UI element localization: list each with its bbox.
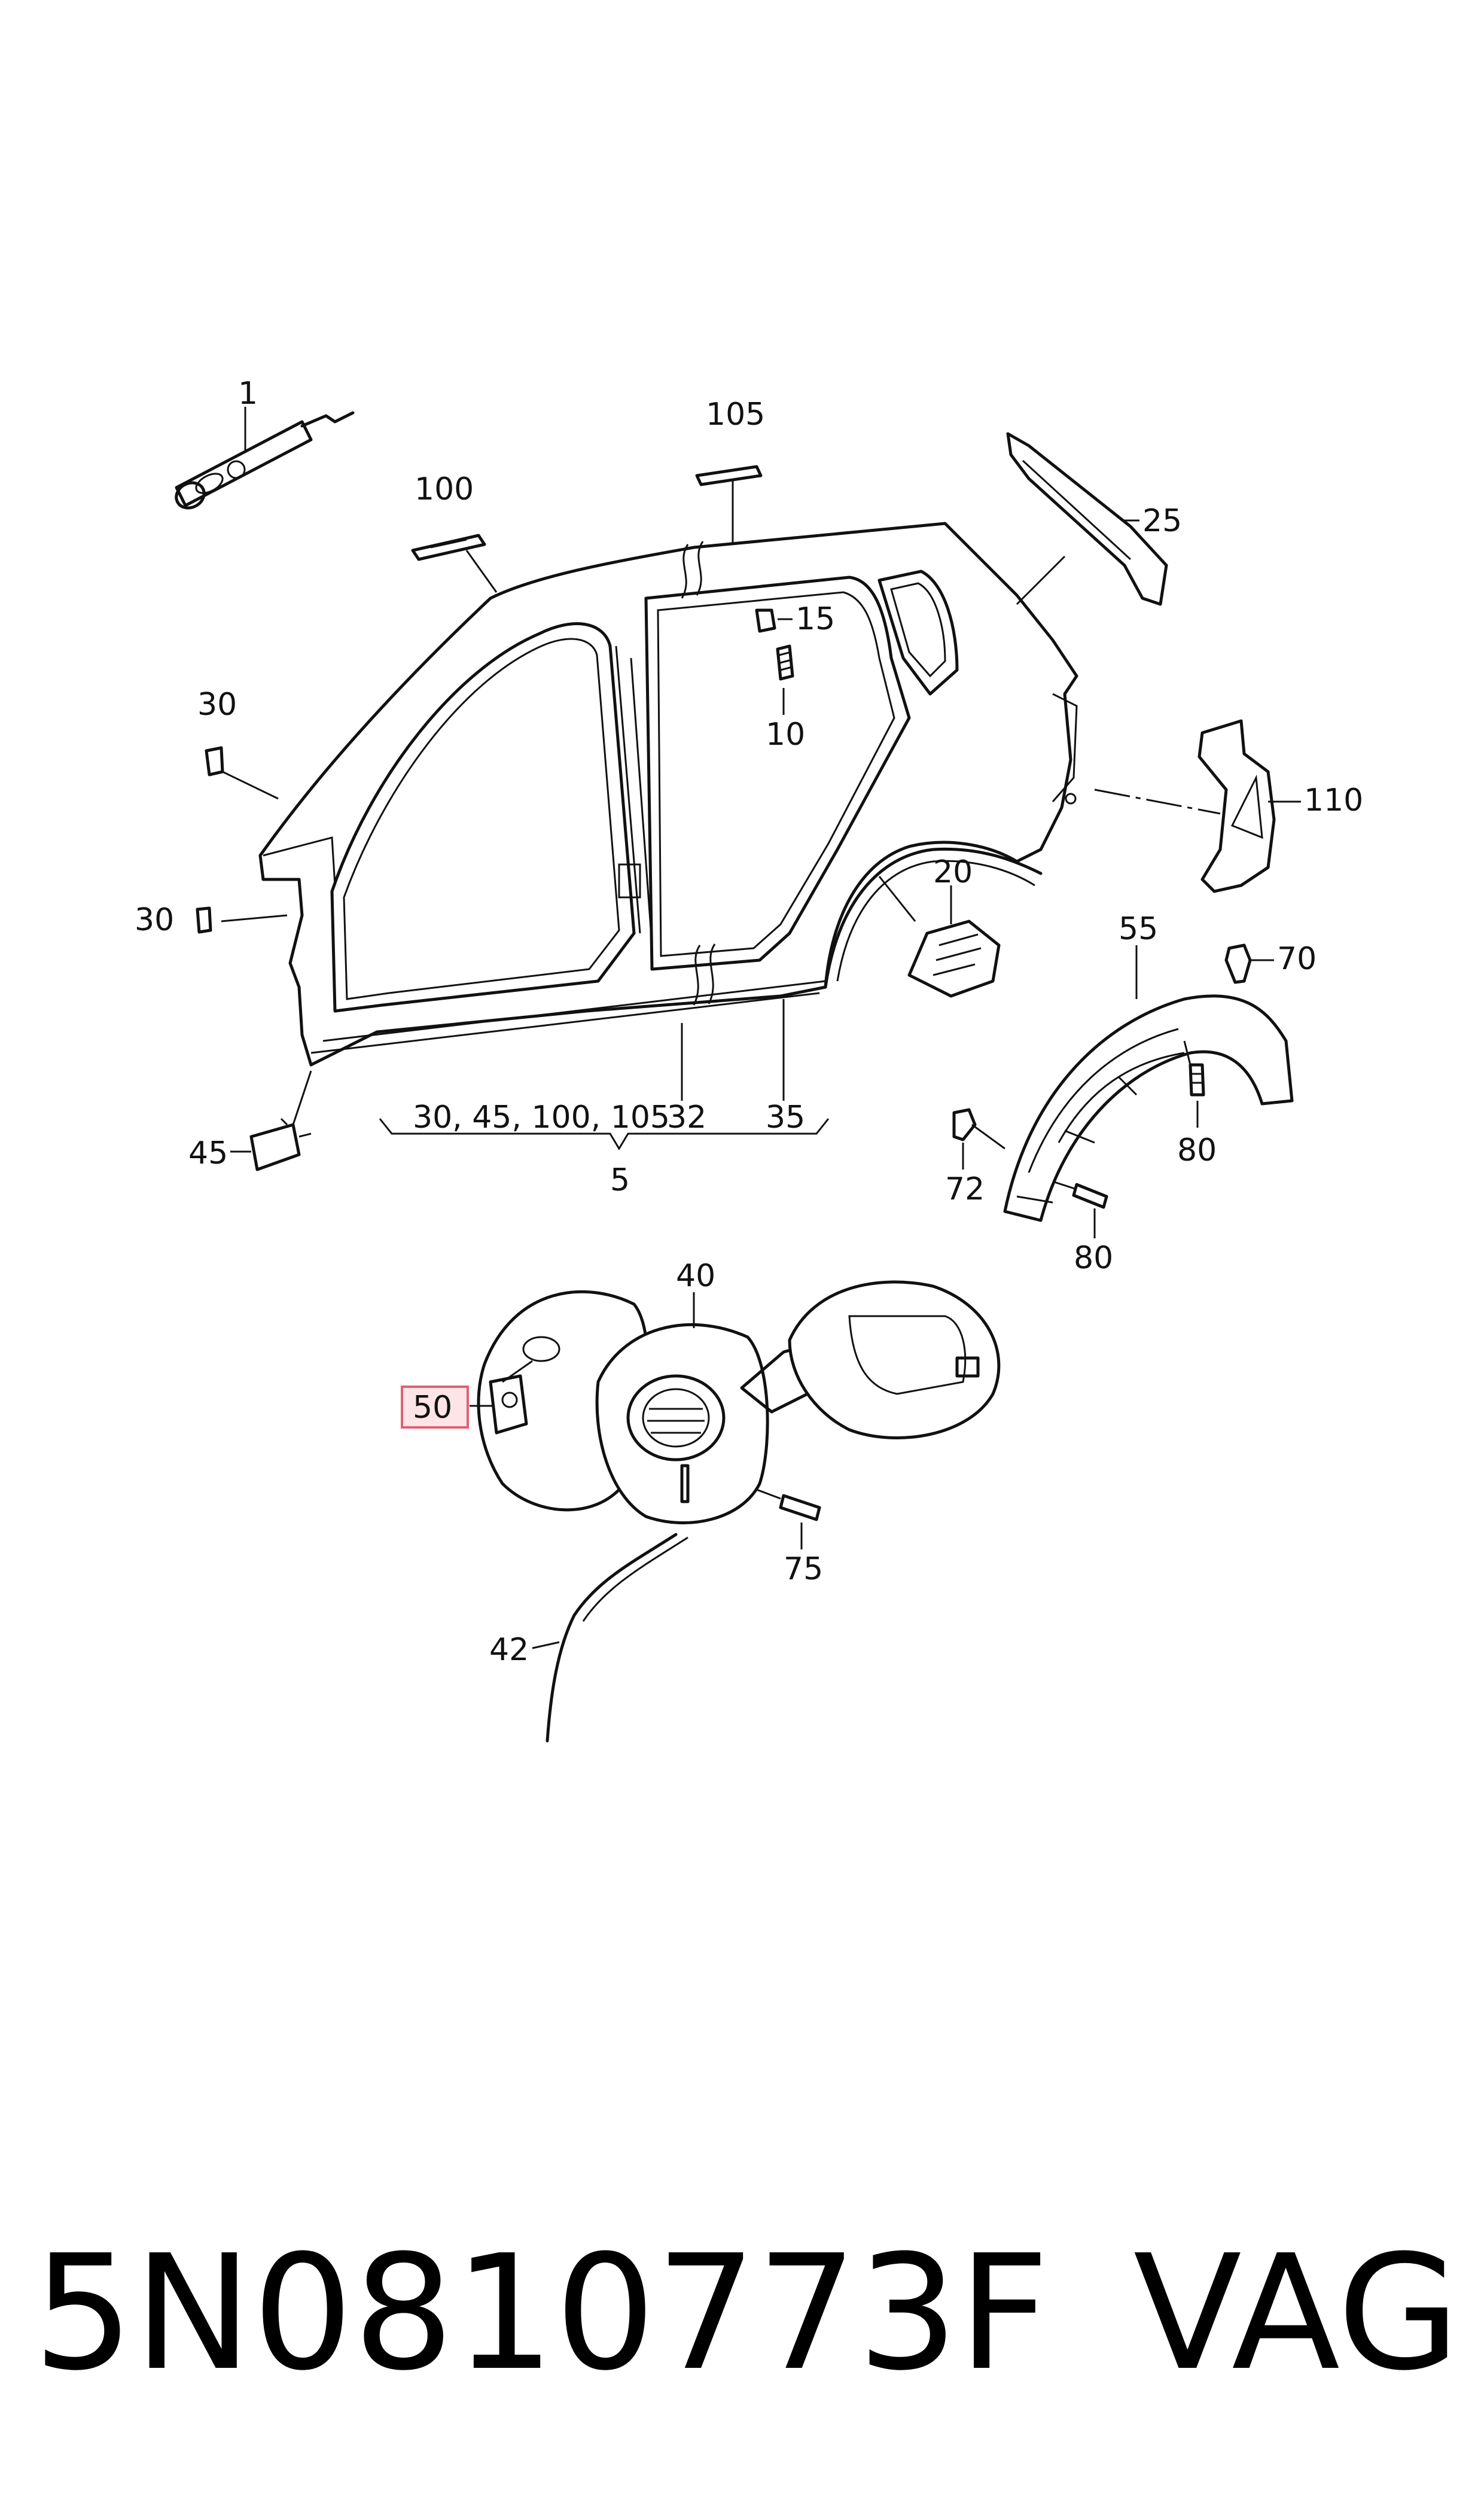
- label-40: 40: [676, 1258, 715, 1294]
- label-5: 5: [610, 1162, 630, 1198]
- clip-part-30b: [196, 906, 288, 934]
- label-110: 110: [1304, 783, 1363, 818]
- vent-part-20: [907, 885, 1001, 998]
- part-number: 5N0810773F: [33, 2221, 1050, 2406]
- reinforcement-part-110: [1197, 719, 1301, 893]
- clip-part-105: [695, 465, 763, 544]
- label-group: 30, 45, 100, 105: [413, 1100, 670, 1135]
- strip-part-25: [1006, 432, 1168, 606]
- label-70: 70: [1277, 941, 1317, 977]
- label-30a: 30: [197, 687, 237, 723]
- screw-part-10: [776, 644, 794, 715]
- label-25: 25: [1142, 503, 1182, 539]
- label-72: 72: [945, 1171, 985, 1207]
- fuel-flap-assembly: [470, 1280, 1001, 1743]
- label-55: 55: [1119, 911, 1158, 947]
- label-75: 75: [784, 1551, 823, 1587]
- bracket-part-45: [230, 1118, 312, 1171]
- clip-part-72: [952, 1108, 1005, 1170]
- highlight-box-50: [401, 1386, 469, 1429]
- clip-part-15: [755, 608, 793, 633]
- label-100: 100: [415, 471, 474, 507]
- label-80b: 80: [1074, 1240, 1113, 1276]
- screw-part-80a: [1189, 1063, 1205, 1128]
- label-105: 105: [706, 397, 765, 433]
- group-bracket: [379, 1118, 830, 1150]
- label-45: 45: [188, 1135, 228, 1171]
- sealant-tube-part: [175, 407, 355, 510]
- label-1: 1: [238, 376, 258, 412]
- clip-part-30a: [205, 746, 279, 800]
- screw-part-80b: [1052, 1180, 1108, 1238]
- label-20: 20: [933, 854, 973, 890]
- label-80a: 80: [1177, 1132, 1217, 1168]
- label-42: 42: [489, 1632, 529, 1668]
- label-30b: 30: [135, 902, 174, 938]
- clip-part-100: [411, 534, 498, 593]
- clip-part-70: [1224, 943, 1274, 984]
- label-35: 35: [766, 1100, 805, 1135]
- label-32: 32: [667, 1100, 706, 1135]
- wheelhouse-liner-part-55: [1003, 945, 1294, 1222]
- label-50: 50: [413, 1390, 452, 1426]
- label-15: 15: [796, 601, 835, 637]
- label-10: 10: [766, 717, 805, 753]
- brand-name: VAG: [1133, 2221, 1460, 2406]
- side-panel-part: [258, 522, 1221, 1125]
